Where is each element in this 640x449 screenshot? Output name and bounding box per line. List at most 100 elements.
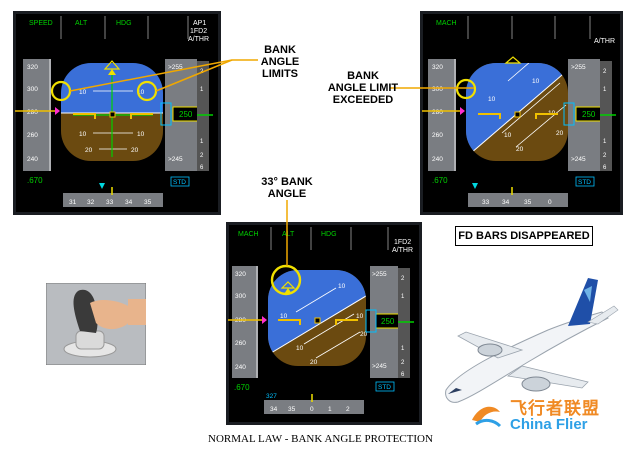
svg-text:240: 240 <box>432 156 443 163</box>
svg-text:260: 260 <box>27 132 38 139</box>
svg-text:300: 300 <box>235 293 246 300</box>
svg-text:10: 10 <box>532 78 540 85</box>
svg-text:20: 20 <box>556 130 564 137</box>
fma-alt: ALT <box>282 231 295 238</box>
svg-text:34: 34 <box>125 199 133 206</box>
svg-text:6: 6 <box>200 165 204 171</box>
mach-readout: .670 <box>432 176 448 185</box>
svg-text:20: 20 <box>360 331 368 338</box>
watermark-logo: 飞行者联盟 China Flier <box>470 394 636 438</box>
fma-ap1: AP1 <box>193 20 206 27</box>
watermark-cn: 飞行者联盟 <box>510 399 600 419</box>
pfd-normal-bank: SPEED ALT HDG AP1 1FD2 A/THR 320 300 280… <box>13 11 221 215</box>
svg-text:250: 250 <box>179 110 193 119</box>
svg-text:35: 35 <box>144 199 152 206</box>
svg-text:35: 35 <box>288 406 296 413</box>
speed-tape: 320 300 280 260 240 <box>422 59 465 171</box>
std-baro: STD <box>378 384 391 391</box>
sidestick-image <box>45 282 147 366</box>
svg-text:300: 300 <box>27 86 38 93</box>
svg-text:32: 32 <box>87 199 95 206</box>
svg-text:>245: >245 <box>372 363 387 370</box>
svg-text:1: 1 <box>328 406 332 413</box>
svg-text:33: 33 <box>106 199 114 206</box>
vertical-speed-scale: 2 1 1 2 6 <box>600 61 616 171</box>
fma-athr: A/THR <box>188 36 209 43</box>
svg-text:2: 2 <box>603 69 607 75</box>
fma-mach: MACH <box>238 231 259 238</box>
svg-text:10: 10 <box>356 313 364 320</box>
heading-tape: 33 34 35 0 <box>468 183 568 207</box>
fma-hdg: HDG <box>321 231 337 238</box>
svg-text:10: 10 <box>280 313 288 320</box>
attitude-sphere: 10 10 10 10 20 20 <box>61 60 163 161</box>
svg-text:1: 1 <box>200 139 204 145</box>
figure-caption: NORMAL LAW - BANK ANGLE PROTECTION <box>208 433 433 445</box>
svg-text:6: 6 <box>603 165 607 171</box>
svg-text:20: 20 <box>516 146 524 153</box>
svg-text:1: 1 <box>401 294 405 300</box>
svg-text:10: 10 <box>488 96 496 103</box>
bank-limit-exceeded-marker <box>455 78 477 100</box>
heading-tape: 34 35 0 1 2 <box>264 394 364 414</box>
svg-text:0: 0 <box>548 199 552 206</box>
pfd-bank-exceeded: MACH A/THR 320 300 280 260 240 .670 10 1… <box>420 11 623 215</box>
speed-tape: 320 300 280 260 240 <box>15 59 60 171</box>
svg-text:280: 280 <box>27 109 38 116</box>
aircraft-image <box>438 272 628 422</box>
selected-heading: 327 <box>266 393 277 400</box>
altitude-tape: >255 >245 250 <box>563 59 607 171</box>
svg-text:0: 0 <box>310 406 314 413</box>
std-baro: STD <box>173 179 186 186</box>
svg-text:320: 320 <box>27 64 38 71</box>
svg-text:>255: >255 <box>372 271 387 278</box>
watermark-en: China Flier <box>510 416 588 433</box>
svg-text:6: 6 <box>401 372 405 378</box>
heading-tape: 31 32 33 34 35 <box>63 183 163 207</box>
svg-text:10: 10 <box>296 345 304 352</box>
std-baro: STD <box>578 179 591 186</box>
fma-mach: MACH <box>436 20 457 27</box>
svg-text:240: 240 <box>235 364 246 371</box>
svg-text:>255: >255 <box>571 64 586 71</box>
svg-text:1: 1 <box>603 87 607 93</box>
altitude-tape: >255 >245 250 <box>160 59 204 171</box>
callout-33-bank-angle: 33° BANK ANGLE <box>261 176 313 200</box>
svg-text:260: 260 <box>235 340 246 347</box>
svg-text:10: 10 <box>137 131 145 138</box>
svg-text:250: 250 <box>582 110 596 119</box>
svg-text:240: 240 <box>27 156 38 163</box>
speed-tape: 320 300 280 260 240 <box>228 266 267 378</box>
fma-athr: A/THR <box>392 247 413 254</box>
svg-text:35: 35 <box>524 199 532 206</box>
fma-hdg: HDG <box>116 20 132 27</box>
svg-text:>245: >245 <box>571 156 586 163</box>
fma-fd: 1FD2 <box>190 28 207 35</box>
fma-athr: A/THR <box>594 38 615 45</box>
svg-text:2: 2 <box>346 406 350 413</box>
fd-bars-disappeared-box: FD BARS DISAPPEARED <box>455 226 593 246</box>
altitude-tape: >255 >245 250 <box>365 266 405 378</box>
attitude-sphere: 10 10 10 10 20 20 <box>466 56 568 161</box>
fma-fd: 1FD2 <box>394 239 411 246</box>
svg-text:1: 1 <box>401 346 405 352</box>
svg-text:10: 10 <box>338 283 346 290</box>
mach-readout: .670 <box>27 176 43 185</box>
fma-speed: SPEED <box>29 20 53 27</box>
svg-text:2: 2 <box>200 153 204 159</box>
svg-text:320: 320 <box>235 271 246 278</box>
svg-text:320: 320 <box>432 64 443 71</box>
svg-text:1: 1 <box>603 139 607 145</box>
svg-text:34: 34 <box>502 199 510 206</box>
bank-33-marker <box>270 264 302 296</box>
svg-text:>255: >255 <box>168 64 183 71</box>
svg-text:10: 10 <box>504 132 512 139</box>
svg-text:10: 10 <box>137 89 145 96</box>
svg-text:2: 2 <box>603 153 607 159</box>
svg-text:10: 10 <box>79 89 87 96</box>
fma-bar: SPEED ALT HDG AP1 1FD2 A/THR <box>29 16 209 43</box>
svg-text:300: 300 <box>432 86 443 93</box>
mach-readout: .670 <box>234 383 250 392</box>
svg-text:20: 20 <box>310 359 318 366</box>
